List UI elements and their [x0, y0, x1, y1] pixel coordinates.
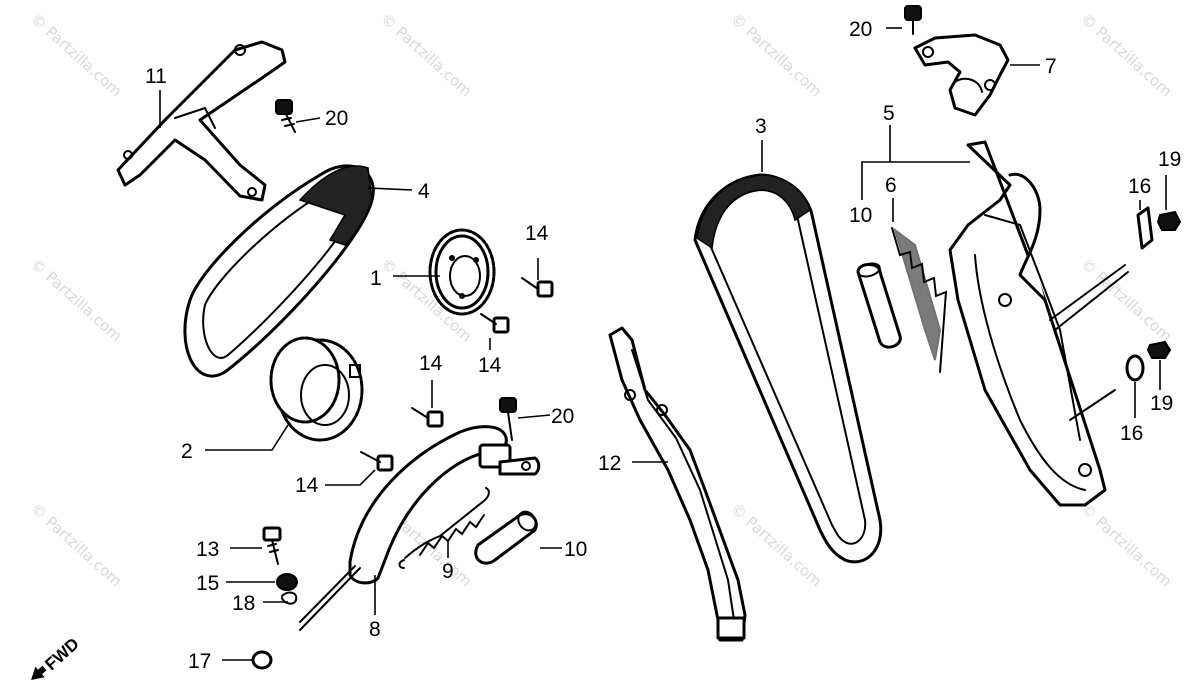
watermark: © Partzilla.com [377, 10, 475, 101]
callout-19: 19 [1150, 392, 1173, 415]
part-20-bolt-center [499, 397, 517, 441]
part-8-tensioner-arm [299, 425, 541, 631]
part-4-cam-chain-small [183, 164, 375, 378]
callout-11: 11 [145, 65, 167, 88]
part-20-bolt-upper-left [275, 99, 296, 133]
part-5-tensioner [948, 140, 1129, 507]
watermark: © Partzilla.com [1077, 500, 1175, 591]
callout-19: 19 [1158, 148, 1181, 171]
callout-8: 8 [369, 618, 381, 641]
callout-15: 15 [196, 572, 219, 595]
callout-2: 2 [181, 440, 193, 463]
callout-6: 6 [885, 174, 897, 197]
bolt-14-c [411, 407, 444, 428]
fwd-label: FWD [41, 634, 82, 674]
callout-16: 16 [1120, 422, 1143, 445]
callout-14: 14 [525, 222, 549, 245]
part-10-cylinder-upper [856, 262, 902, 349]
callout-10: 10 [849, 204, 872, 227]
part-19-nut-upper [1156, 210, 1182, 231]
callout-3: 3 [755, 115, 767, 138]
callout-4: 4 [418, 180, 430, 203]
callout-12: 12 [598, 452, 621, 475]
bolt-14-a [521, 277, 554, 298]
callout-7: 7 [1045, 55, 1057, 78]
callout-20: 20 [849, 18, 872, 41]
part-11-bracket [116, 40, 287, 202]
callout-14: 14 [419, 352, 443, 375]
watermark: © Partzilla.com [727, 10, 825, 101]
callout-10: 10 [564, 538, 587, 561]
part-6-spring [891, 227, 948, 373]
callout-18: 18 [232, 592, 255, 615]
part-9-spring [398, 487, 490, 569]
watermark: © Partzilla.com [27, 500, 125, 591]
callout-13: 13 [196, 538, 219, 561]
part-17-plug [251, 650, 273, 670]
bolt-14-b [480, 313, 510, 334]
callout-14: 14 [295, 474, 319, 497]
callout-labels: 11 20 4 1 2 14 14 14 14 20 13 15 18 17 8… [145, 18, 1181, 673]
part-2-sprocket [269, 336, 364, 442]
callout-5: 5 [883, 102, 895, 125]
part-13-bolt [262, 526, 282, 565]
part-16-washer-lower [1125, 354, 1145, 382]
callout-16: 16 [1128, 175, 1151, 198]
bolt-14-d [360, 451, 394, 472]
part-7-bracket [913, 33, 1010, 117]
callout-1: 1 [370, 267, 382, 290]
callout-9: 9 [442, 560, 454, 583]
part-20-bolt-top-right [904, 5, 922, 35]
watermark: © Partzilla.com [727, 500, 825, 591]
part-1-cam-sprocket [428, 228, 496, 316]
callout-17: 17 [188, 650, 211, 673]
part-14-bolts [360, 277, 554, 472]
part-16-washer-upper [1136, 206, 1154, 250]
part-19-nut-lower [1146, 340, 1172, 359]
part-12-chain-guide [608, 326, 747, 642]
callout-14: 14 [478, 354, 502, 377]
callout-20: 20 [325, 107, 348, 130]
part-10-cylinder-lower [474, 510, 538, 565]
part-3-cam-chain-main [693, 173, 883, 564]
watermark: © Partzilla.com [27, 10, 125, 101]
part-15-washer [276, 573, 298, 591]
leader-lines [159, 27, 1167, 661]
watermark: © Partzilla.com [1077, 10, 1175, 101]
fwd-direction-indicator: FWD [31, 634, 83, 681]
watermark: © Partzilla.com [27, 255, 125, 346]
callout-20: 20 [551, 405, 574, 428]
